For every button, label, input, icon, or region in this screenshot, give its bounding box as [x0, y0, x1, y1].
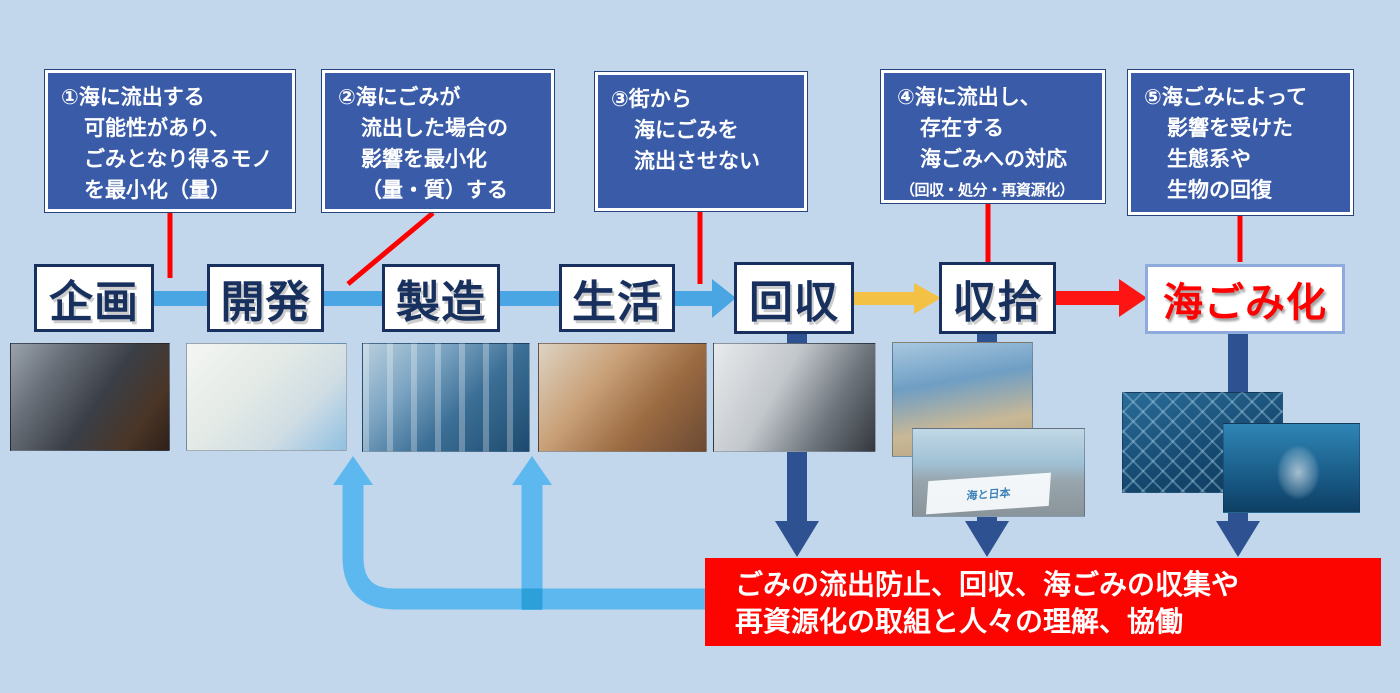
note-box-5-line3: 生態系や	[1167, 147, 1251, 171]
stage-kaishu-label: 回収	[749, 277, 839, 328]
note-box-3-line2: 海にごみを	[634, 118, 739, 142]
stage-umigomika: 海ごみ化	[1145, 264, 1345, 334]
stage-kaihatsu-label: 開発	[220, 277, 311, 328]
note-box-2-line4: （量・質）する	[361, 178, 508, 202]
note-box-1-line2: 可能性があり、	[84, 116, 231, 140]
summary-banner: ごみの流出防止、回収、海ごみの収集や 再資源化の取組と人々の理解、協働	[705, 558, 1381, 646]
stage-seikatsu-label: 生活	[572, 277, 662, 328]
note-box-4: ④海に流出し、 存在する 海ごみへの対応 （回収・処分・再資源化）	[880, 69, 1106, 204]
photo-laboratory	[186, 343, 347, 451]
arrow-kaishu-shushu-head	[914, 283, 941, 314]
arrow-seikatsu-kaishu-shaft	[672, 291, 712, 306]
photo-factory	[362, 343, 530, 452]
photo-recycling-machine	[713, 343, 876, 452]
stage-umigomika-label: 海ごみ化	[1163, 280, 1327, 326]
note-box-3-line1: ③街から	[611, 87, 692, 111]
down-arrow-umigomika-head	[1216, 521, 1260, 557]
recycle-loop	[333, 456, 705, 610]
stage-kikaku: 企画	[34, 264, 154, 332]
note-box-3-line3: 流出させない	[634, 149, 760, 173]
stage-seikatsu: 生活	[559, 264, 675, 332]
arrow-shushu-umigomika-shaft	[1055, 291, 1119, 305]
note-box-2: ②海にごみが 流出した場合の 影響を最小化 （量・質）する	[321, 69, 555, 213]
photo-dining	[538, 343, 707, 452]
down-arrow-kaishu-head	[775, 521, 819, 557]
connector-seizo-seikatsu	[498, 291, 561, 306]
down-arrow-shushu-head	[965, 521, 1009, 557]
arrow-seikatsu-kaishu	[672, 279, 736, 318]
photo-plastic-bag	[1223, 423, 1360, 513]
project-banner-flag: 海と日本	[925, 472, 1051, 515]
note-box-2-line1: ②海にごみが	[338, 85, 461, 109]
summary-banner-line2: 再資源化の取組と人々の理解、協働	[735, 605, 1184, 638]
arrow-kaishu-shushu	[852, 283, 941, 314]
recycle-loop-path	[342, 484, 705, 610]
note-box-4-line2: 存在する	[920, 116, 1004, 140]
arrow-seikatsu-kaishu-head	[712, 279, 736, 318]
note-box-1-line1: ①海に流出する	[61, 85, 205, 109]
note-box-5: ⑤海ごみによって 影響を受けた 生態系や 生物の回復	[1127, 69, 1354, 216]
note-box-4-note: （回収・処分・再資源化）	[900, 181, 1075, 199]
note-box-4-line1: ④海に流出し、	[897, 85, 1041, 109]
connector-kaihatsu-seizo	[322, 291, 384, 306]
note-box-1-line3: ごみとなり得るモノ	[84, 147, 273, 171]
recycle-loop-arrowhead-right	[512, 456, 552, 485]
stage-kikaku-label: 企画	[49, 277, 139, 328]
connector-kikaku-kaihatsu	[152, 291, 209, 306]
recycle-loop-arrowhead-left	[333, 456, 373, 485]
note-box-1-line4: を最小化（量）	[84, 178, 231, 202]
note-box-5-line1: ⑤海ごみによって	[1144, 85, 1308, 109]
stage-kaishu: 回収	[734, 262, 854, 334]
photo-project-banner: 海と日本	[912, 428, 1085, 517]
note-box-5-line4: 生物の回復	[1167, 178, 1272, 202]
stage-seizo-label: 製造	[396, 277, 486, 328]
photo-planning-meeting	[10, 343, 170, 451]
note-box-2-line2: 流出した場合の	[361, 116, 508, 140]
note-box-2-line3: 影響を最小化	[361, 147, 487, 171]
recycle-loop-overlap	[521, 588, 543, 610]
note-box-1: ①海に流出する 可能性があり、 ごみとなり得るモノ を最小化（量）	[44, 69, 296, 213]
note-box-5-line2: 影響を受けた	[1167, 116, 1293, 140]
arrow-shushu-umigomika	[1055, 279, 1147, 317]
note-box-3: ③街から 海にごみを 流出させない	[594, 71, 808, 212]
summary-banner-line1: ごみの流出防止、回収、海ごみの収集や	[735, 568, 1240, 601]
stage-shushu: 収拾	[939, 262, 1056, 334]
stage-shushu-label: 収拾	[952, 277, 1043, 328]
note-box-4-line3: 海ごみへの対応	[920, 147, 1067, 171]
pointer-line-2	[346, 211, 435, 286]
stage-seizo: 製造	[382, 264, 500, 332]
arrow-kaishu-shushu-shaft	[852, 292, 914, 305]
arrow-shushu-umigomika-head	[1119, 279, 1147, 317]
stage-kaihatsu: 開発	[207, 264, 324, 332]
